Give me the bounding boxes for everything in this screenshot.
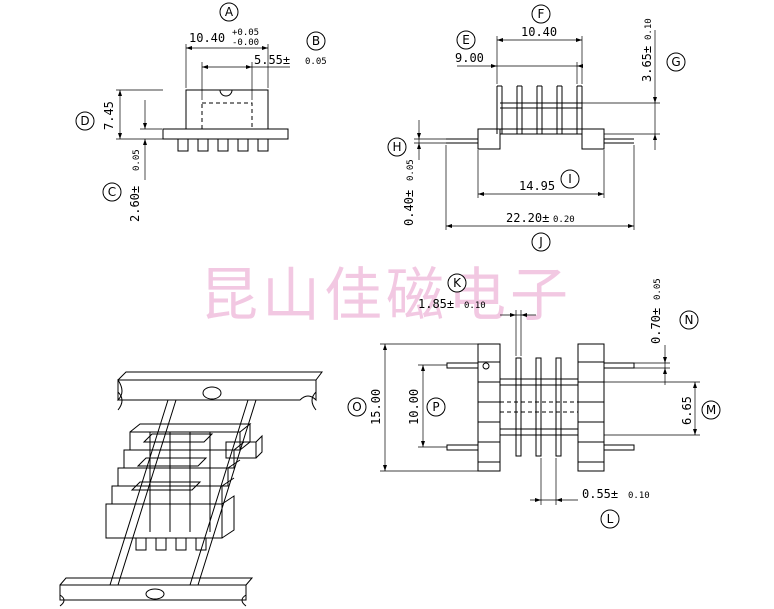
dim-A-tol-top: +0.05 — [232, 28, 259, 38]
label-A: A — [225, 5, 234, 19]
label-D: D — [80, 114, 89, 128]
dim-M-value: 6.65 — [680, 396, 694, 425]
label-circle-D — [75, 111, 95, 131]
dim-N-tol: 0.05 — [653, 278, 663, 300]
front-base — [162, 128, 289, 140]
dim-J-value: 22.20± — [506, 211, 549, 225]
isometric-view — [59, 371, 323, 607]
dim-H-value: 0.40± — [402, 190, 416, 226]
front-view: 10.40 +0.05 -0.00 5.55± 0.05 7.45 2.60± … — [75, 2, 327, 222]
label-C: C — [108, 185, 116, 199]
dim-F-value: 10.40 — [521, 25, 557, 39]
top-view: 1.85± 0.10 0.70± 0.05 15.00 10.00 6.65 0… — [347, 273, 721, 529]
dim-O-value: 15.00 — [369, 389, 383, 425]
iso-strip-top — [116, 379, 317, 402]
front-window — [201, 102, 253, 130]
label-H: H — [392, 140, 401, 154]
dim-J-tol: 0.20 — [553, 215, 575, 225]
dim-N-value: 0.70± — [649, 308, 663, 344]
dim-A-value: 10.40 — [189, 31, 225, 45]
side-view: 10.40 9.00 3.65± 0.10 0.40± 0.05 14.95 2… — [387, 4, 686, 252]
label-I: I — [568, 172, 572, 186]
top-flange-right — [577, 343, 605, 472]
front-pins — [177, 139, 269, 152]
side-pins — [496, 86, 583, 134]
label-O: O — [352, 400, 361, 414]
dim-K-tol: 0.10 — [464, 301, 486, 311]
label-E: E — [462, 33, 470, 47]
label-L: L — [607, 512, 614, 526]
label-J: J — [538, 235, 543, 249]
label-P: P — [432, 400, 439, 414]
label-N: N — [685, 313, 694, 327]
dim-L-value: 0.55± — [582, 487, 618, 501]
dim-L-tol: 0.10 — [628, 491, 650, 501]
dim-C-tol: 0.05 — [132, 149, 142, 171]
iso-strip-bottom — [59, 584, 247, 601]
dim-A-tol-bottom: -0.00 — [232, 38, 259, 48]
label-circle-B — [306, 31, 326, 51]
dim-E-value: 9.00 — [455, 51, 484, 65]
dim-G-value: 3.65± — [640, 46, 654, 82]
label-circle-A — [219, 2, 239, 22]
label-F: F — [538, 7, 545, 21]
side-flange-right — [581, 128, 605, 150]
dim-D-value: 7.45 — [102, 101, 116, 130]
dim-C-value: 2.60± — [128, 186, 142, 222]
top-flange-left — [477, 343, 501, 472]
pin1-mark — [482, 362, 490, 370]
dim-P-value: 10.00 — [407, 389, 421, 425]
label-K: K — [453, 276, 462, 290]
iso-bobbin — [105, 431, 241, 539]
dim-I-value: 14.95 — [519, 179, 555, 193]
watermark-text: 昆山佳磁电子 — [200, 261, 572, 329]
dim-H-tol: 0.05 — [406, 159, 416, 181]
dim-K-value: 1.85± — [418, 297, 454, 311]
label-B: B — [312, 34, 320, 48]
dim-B-value: 5.55± — [254, 53, 290, 67]
dim-G-tol: 0.10 — [644, 18, 654, 40]
label-G: G — [671, 55, 680, 69]
label-M: M — [706, 403, 716, 417]
label-circle-C — [102, 182, 122, 202]
front-notch — [219, 89, 233, 97]
dim-B-tol: 0.05 — [305, 57, 327, 67]
